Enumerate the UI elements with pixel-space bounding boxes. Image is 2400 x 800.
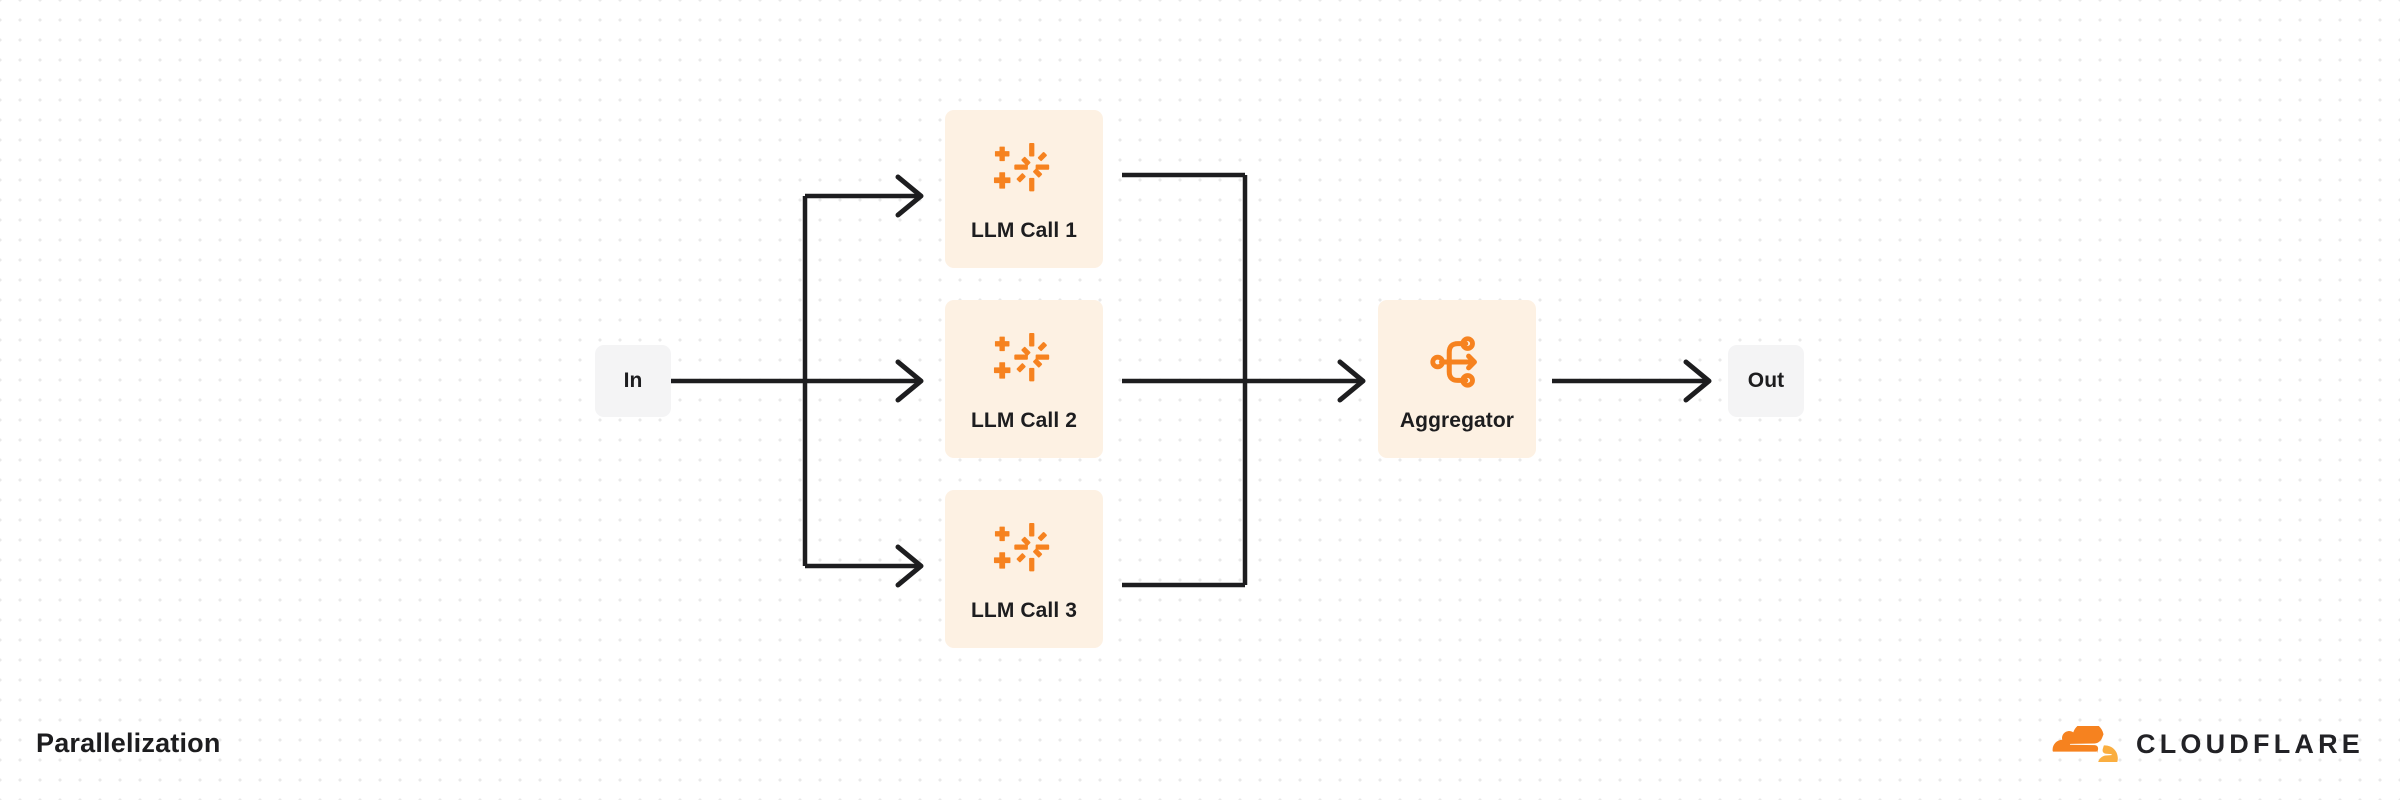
- aggregator-merge-icon: [1430, 336, 1477, 388]
- sparkle-icon: [993, 522, 1050, 572]
- brand-name: CLOUDFLARE: [2136, 728, 2364, 759]
- node-in[interactable]: In: [595, 345, 671, 417]
- node-out-label: Out: [1747, 369, 1785, 392]
- arrowhead-to-llm-2: [895, 359, 924, 403]
- cloudflare-cloud-icon: [2052, 726, 2118, 762]
- arrowhead-to-llm-3: [895, 544, 924, 588]
- node-llm-call-2-label: LLM Call 2: [970, 409, 1077, 432]
- node-llm-call-1-label: LLM Call 1: [970, 219, 1077, 242]
- node-out[interactable]: Out: [1728, 345, 1804, 417]
- page-title: Parallelization: [36, 728, 221, 758]
- node-llm-call-2[interactable]: LLM Call 2: [945, 300, 1103, 458]
- arrowhead-to-llm-1: [895, 174, 924, 218]
- node-in-label: In: [623, 369, 643, 392]
- arrowhead-to-aggregator: [1337, 359, 1366, 403]
- brand-logo: CLOUDFLARE: [2044, 726, 2364, 762]
- sparkle-icon: [993, 332, 1050, 382]
- arrowhead-to-out: [1683, 359, 1712, 403]
- node-llm-call-3-label: LLM Call 3: [970, 599, 1077, 622]
- node-aggregator[interactable]: Aggregator: [1378, 300, 1536, 458]
- sparkle-icon: [993, 142, 1050, 192]
- node-llm-call-1[interactable]: LLM Call 1: [945, 110, 1103, 268]
- node-llm-call-3[interactable]: LLM Call 3: [945, 490, 1103, 648]
- node-aggregator-label: Aggregator: [1399, 409, 1515, 432]
